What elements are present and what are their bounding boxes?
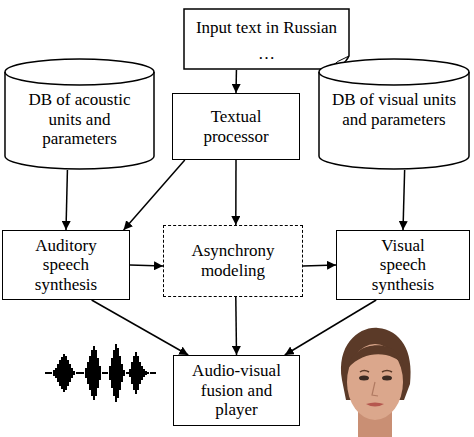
database-cylinder: DB of acoustic units and parameters xyxy=(4,58,155,170)
dashed-process-box: Asynchrony modeling xyxy=(163,225,303,297)
face-illustration xyxy=(341,328,411,437)
document-body xyxy=(184,9,349,69)
process-box: Textual processor xyxy=(172,93,300,160)
node-text: Audio-visual fusion and player xyxy=(188,361,285,420)
node-text: Input text in Russian xyxy=(196,18,337,38)
process-box: Audio-visual fusion and player xyxy=(173,355,300,426)
arrow-connector xyxy=(235,297,237,355)
arrow-connector xyxy=(130,265,163,266)
node-text: Auditory speech synthesis xyxy=(17,236,115,295)
cylinder-rim xyxy=(5,72,154,85)
node-text: Asynchrony modeling xyxy=(178,241,288,280)
process-box: Auditory speech synthesis xyxy=(2,230,130,300)
node-text: Visual speech synthesis xyxy=(361,236,445,295)
arrow-connector xyxy=(235,160,237,225)
node-text: DB of visual units and parameters xyxy=(331,90,457,129)
cylinder-rim xyxy=(319,72,469,85)
database-cylinder: DB of visual units and parameters xyxy=(318,58,470,170)
node-text: Textual processor xyxy=(187,107,285,146)
node-text: … xyxy=(258,44,275,64)
arrow-connector xyxy=(303,265,336,266)
cylinder-body xyxy=(319,59,469,169)
cylinder-body xyxy=(5,59,154,169)
arrow-connector xyxy=(403,170,405,230)
arrow-connector xyxy=(285,300,376,355)
arrow-connector xyxy=(92,300,189,355)
node-text: DB of acoustic units and parameters xyxy=(17,90,142,149)
arrow-connector xyxy=(235,70,237,93)
process-box: Visual speech synthesis xyxy=(336,230,470,300)
arrow-connector xyxy=(124,160,185,230)
input-document: Input text in Russian … xyxy=(183,8,350,70)
waveform-illustration xyxy=(45,344,156,402)
arrow-connector xyxy=(66,170,67,230)
